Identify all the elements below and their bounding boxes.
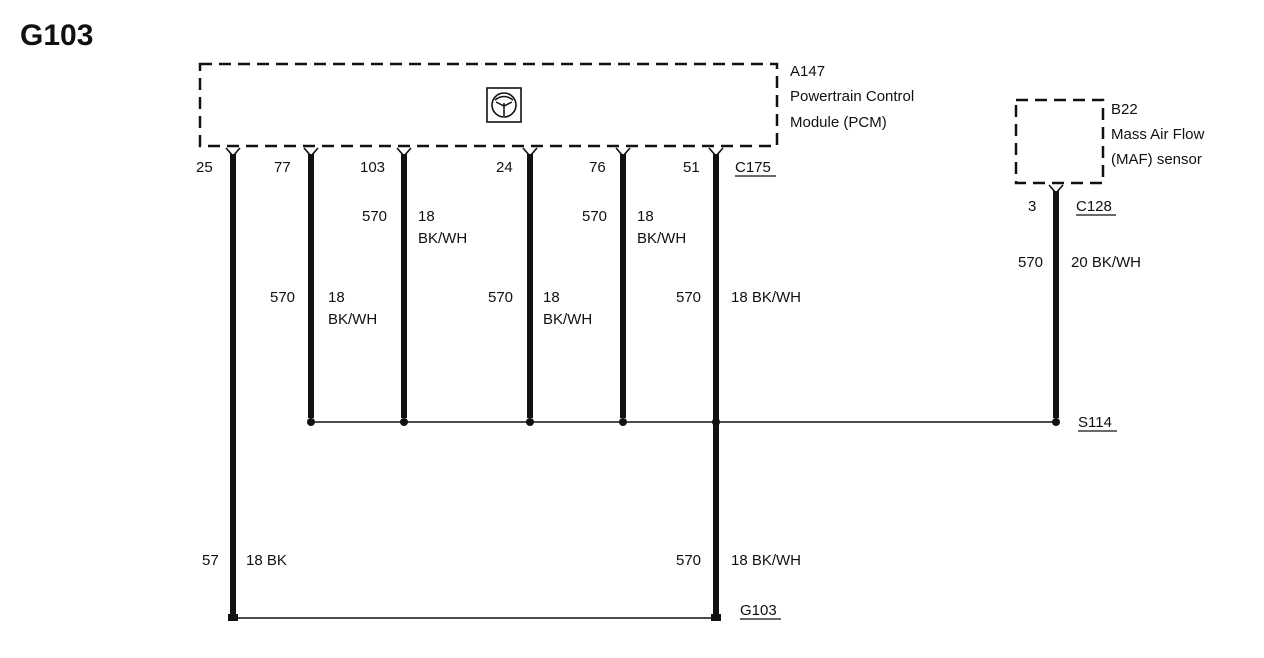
ground-wire-circuit-label: 570 [676,552,701,569]
pin-77-wire-gauge: 18 [328,289,345,306]
ground-label: G103 [740,602,777,619]
ground-g103-bus [228,614,721,621]
pin-103-wire [396,147,412,418]
pin-76-circuit-label: 570 [582,208,607,225]
pcm-ref: A147 [790,63,825,80]
ground-wire-label: 18 BK/WH [731,552,801,569]
splice-node [307,418,315,426]
maf-name-line2: (MAF) sensor [1111,151,1202,168]
maf-wire [1048,184,1064,418]
pin-25-label: 25 [196,159,213,176]
circuit-57-label: 57 [202,552,219,569]
pcm-module: A147 Powertrain Control Module (PCM) [198,62,914,148]
maf-ref: B22 [1111,101,1138,118]
pin-51-wire-label: 18 BK/WH [731,289,801,306]
steering-wheel-icon [486,87,522,123]
splice-label: S114 [1078,414,1112,431]
pin-51-label: 51 [683,159,700,176]
pin-76-wire-color: BK/WH [637,230,686,247]
pcm-name-line2: Module (PCM) [790,114,887,131]
pin-25-wire [225,147,241,615]
pin-76-wire [615,147,631,418]
maf-pin-label: 3 [1028,198,1036,215]
pcm-name-line1: Powertrain Control [790,88,914,105]
maf-sensor-outline [1014,98,1105,185]
pin-77-label: 77 [274,159,291,176]
wire-18-bk-label: 18 BK [246,552,287,569]
splice-node [619,418,627,426]
pin-103-wire-gauge: 18 [418,208,435,225]
ground-terminal [711,614,721,621]
splice-node [526,418,534,426]
splice-node [712,418,720,426]
page-title: G103 [20,19,93,52]
splice-node [400,418,408,426]
splice-node [1052,418,1060,426]
maf-connector-label: C128 [1076,198,1112,215]
pin-24-wire-color: BK/WH [543,311,592,328]
pin-76-label: 76 [589,159,606,176]
maf-wire-label: 20 BK/WH [1071,254,1141,271]
pin-103-circuit-label: 570 [362,208,387,225]
maf-sensor: B22 Mass Air Flow (MAF) sensor [1014,98,1205,185]
pin-103-label: 103 [360,159,385,176]
pin-77-wire-color: BK/WH [328,311,377,328]
pin-77-wire [303,147,319,418]
ground-terminal [228,614,238,621]
pin-24-circuit-label: 570 [488,289,513,306]
pin-76-wire-gauge: 18 [637,208,654,225]
pin-77-circuit-label: 570 [270,289,295,306]
pin-24-wire [522,147,538,418]
pcm-connector-label: C175 [735,159,771,176]
pin-24-label: 24 [496,159,513,176]
pcm-module-outline [198,62,779,148]
pin-51-circuit-label: 570 [676,289,701,306]
maf-name-line1: Mass Air Flow [1111,126,1205,143]
pin-103-wire-color: BK/WH [418,230,467,247]
splice-s114-bus [307,418,1060,426]
maf-circuit-label: 570 [1018,254,1043,271]
pin-51-wire [708,147,724,615]
pin-24-wire-gauge: 18 [543,289,560,306]
